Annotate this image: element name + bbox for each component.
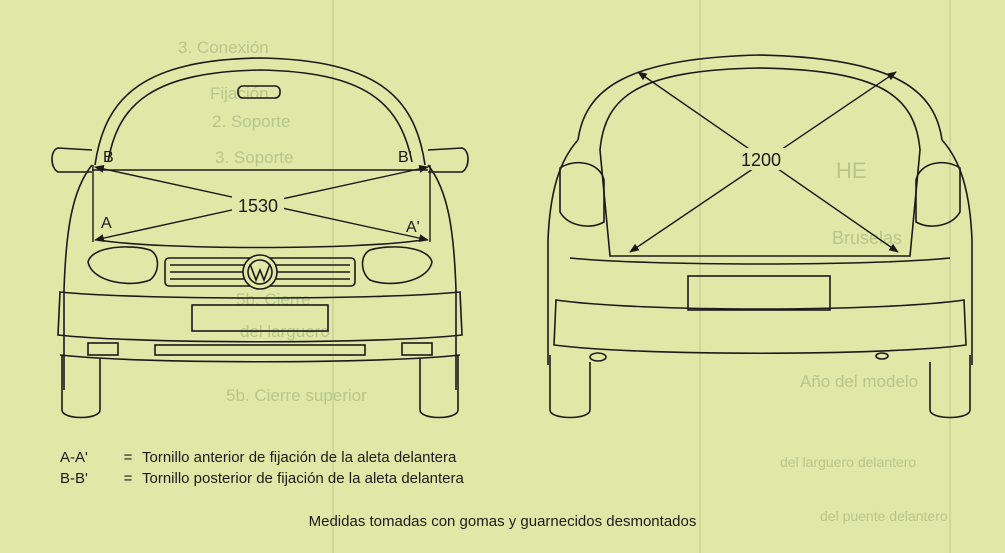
- legend-text-a: Tornillo anterior de fijación de la alet…: [142, 449, 457, 466]
- point-label-b: B: [103, 149, 114, 166]
- legend-row-a: A-A' = Tornillo anterior de fijación de la…: [60, 449, 456, 466]
- legend-key-b: B-B': [60, 470, 88, 487]
- point-label-a: A: [101, 215, 112, 232]
- point-label-a-prime: A': [406, 219, 420, 236]
- legend-row-b: B-B' = Tornillo posterior de fijación de l…: [60, 470, 464, 487]
- front-dimension-label-bg: [232, 196, 284, 216]
- front-view-car: [51, 57, 469, 419]
- legend-equals-b: =: [123, 470, 133, 487]
- rear-dimension-label-bg: [735, 148, 787, 170]
- diagram-caption: Medidas tomadas con gomas y guarnecidos …: [308, 513, 697, 530]
- legend-equals-a: =: [123, 449, 133, 466]
- legend-text-b: Tornillo posterior de fijación de la ale…: [142, 470, 464, 487]
- point-label-b-prime: B': [398, 149, 412, 166]
- front-dimension-label: 1530: [238, 196, 278, 216]
- legend-key-a: A-A': [60, 449, 88, 466]
- rear-dimension-label: 1200: [741, 150, 781, 170]
- rear-view-car: [547, 54, 973, 419]
